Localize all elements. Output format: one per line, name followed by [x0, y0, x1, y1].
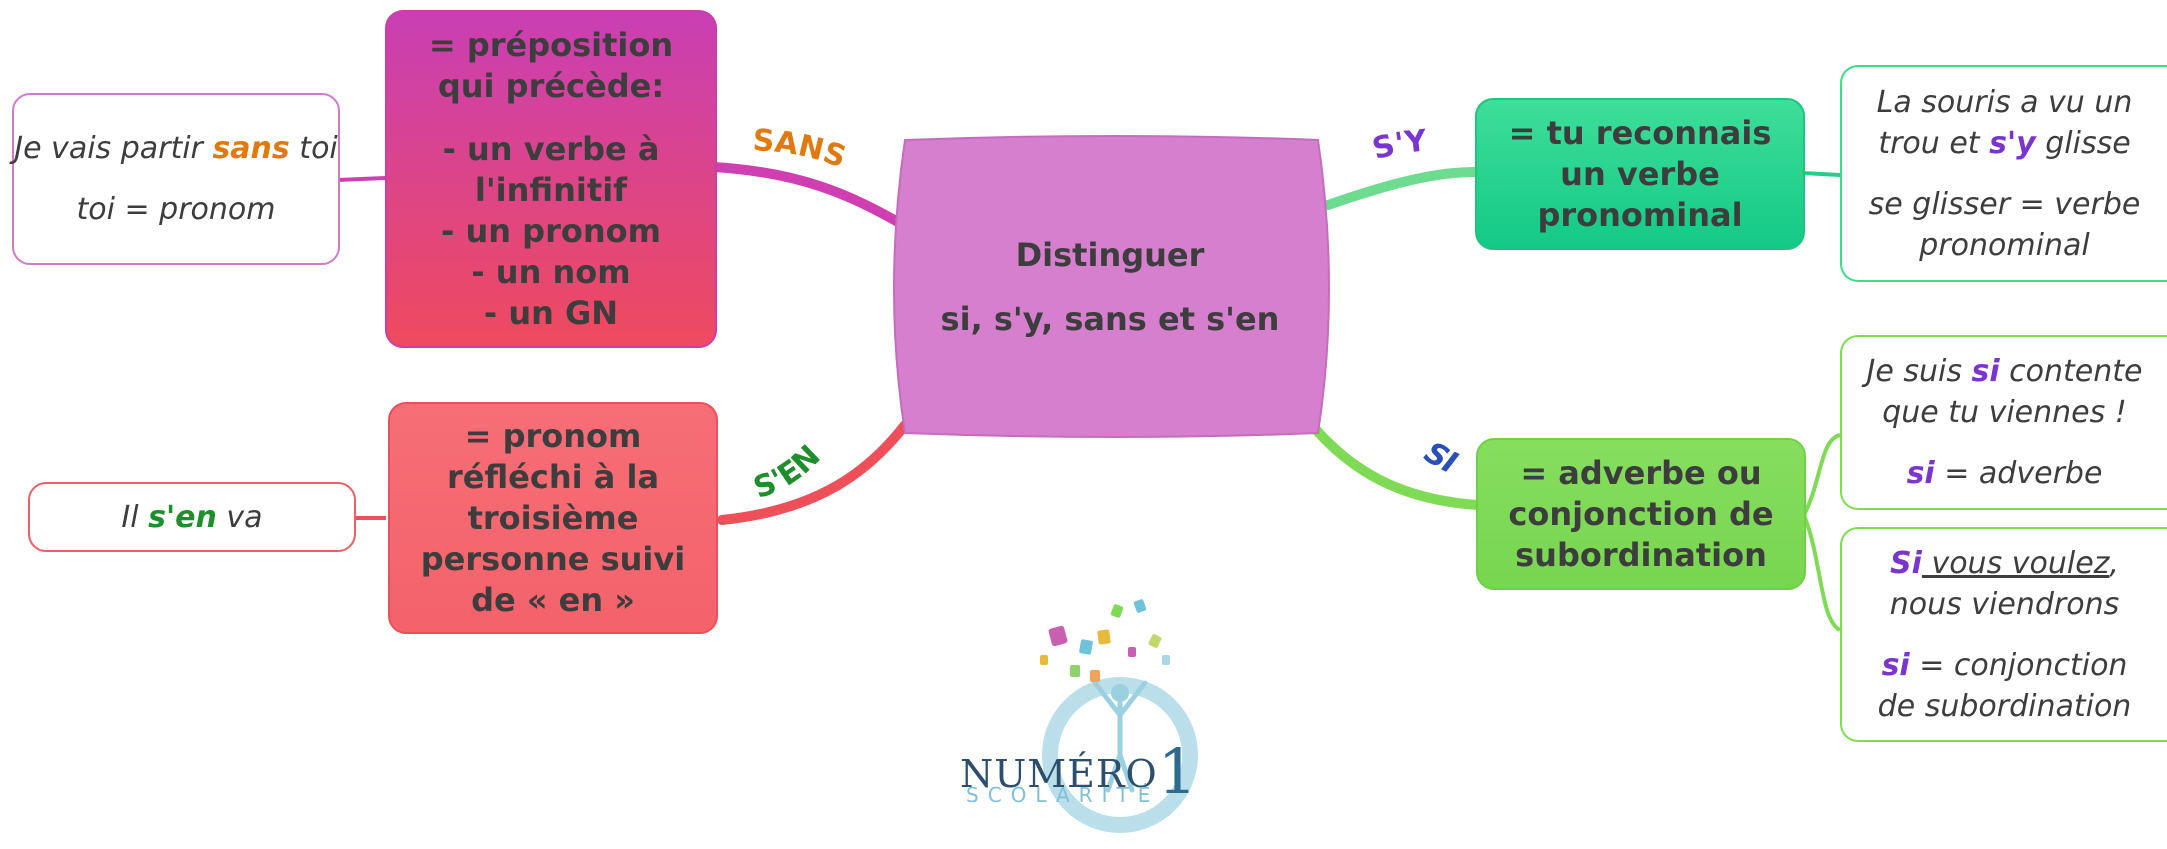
link-si-example-1	[1802, 433, 1841, 516]
sy-rule-line: pronominal	[1537, 195, 1743, 234]
si-rule-box: = adverbe ou conjonction de subordinatio…	[1476, 438, 1806, 590]
si-example-box-2: Si vous voulez,nous viendrons si = conjo…	[1840, 527, 2167, 742]
logo-subtitle: SCOLARITÉ	[966, 783, 1160, 807]
link-si-example-2	[1802, 514, 1842, 632]
sen-rule-line: réfléchi à la	[446, 457, 660, 496]
si-rule-line: conjonction de	[1508, 494, 1774, 533]
sans-rule-line: - un GN	[483, 293, 619, 332]
sen-rule-line: = pronom	[464, 416, 642, 455]
branch-line-sen	[717, 420, 910, 525]
si-example-1-note: si = adverbe	[1906, 456, 2103, 491]
central-subtitle: si, s'y, sans et s'en	[940, 299, 1280, 338]
sans-example-box: Je vais partir sans toi toi = pronom	[12, 93, 340, 265]
sy-rule-line: = tu reconnais	[1508, 113, 1772, 152]
sy-rule-line: un verbe	[1560, 154, 1720, 193]
sen-rule-line: de « en »	[471, 580, 635, 619]
link-sy-example	[1802, 171, 1841, 177]
logo-number: 1	[1157, 735, 1199, 808]
branch-line-sans	[708, 162, 903, 227]
si-example-2-sentence: Si vous voulez,nous viendrons	[1889, 545, 2120, 622]
sen-example-box: Il s'en va	[28, 482, 356, 552]
sans-rule-line: qui précède:	[437, 66, 665, 105]
sans-rule-line: - un verbe à	[442, 129, 660, 168]
sans-rule-box: = préposition qui précède: - un verbe à …	[385, 10, 717, 348]
sy-rule-box: = tu reconnais un verbe pronominal	[1475, 98, 1805, 250]
keyword-sans: sans	[212, 131, 290, 166]
branch-label-sy: S'Y	[1369, 123, 1430, 167]
branch-line-sy	[1323, 167, 1480, 210]
sans-example-sentence: Je vais partir sans toi	[14, 131, 338, 166]
sans-example-note: toi = pronom	[76, 192, 276, 227]
sans-rule-line: = préposition	[428, 25, 674, 64]
link-sans-example	[337, 176, 387, 182]
keyword-si: si	[1971, 354, 2000, 389]
central-title: Distinguer	[1015, 235, 1205, 274]
keyword-sy: s'y	[1989, 125, 2036, 161]
sen-rule-line: personne suivi	[420, 539, 686, 578]
sans-rule-line: - un nom	[471, 252, 631, 291]
central-node-shape	[893, 135, 1330, 438]
sen-rule-line: troisième	[467, 498, 639, 537]
branch-label-si: SI	[1418, 435, 1463, 481]
logo-wordmark: NUMÉRO1	[960, 735, 1199, 808]
si-rule-line: = adverbe ou	[1520, 453, 1762, 492]
branch-line-si	[1307, 420, 1483, 510]
branch-label-sans: SANS	[752, 123, 851, 175]
sans-rule-line: l'infinitif	[474, 170, 628, 209]
keyword-sen: s'en	[148, 499, 217, 535]
numero1-logo: NUMÉRO1 SCOLARITÉ	[930, 585, 1250, 845]
keyword-si-capital: Si	[1890, 545, 1922, 581]
sans-rule-line: - un pronom	[441, 211, 661, 250]
logo-graphic	[1040, 599, 1198, 833]
sen-rule-box: = pronom réfléchi à la troisième personn…	[388, 402, 718, 634]
central-node: Distinguer si, s'y, sans et s'en	[900, 140, 1320, 433]
si-rule-line: subordination	[1515, 535, 1767, 574]
sen-example-sentence: Il s'en va	[121, 499, 263, 535]
